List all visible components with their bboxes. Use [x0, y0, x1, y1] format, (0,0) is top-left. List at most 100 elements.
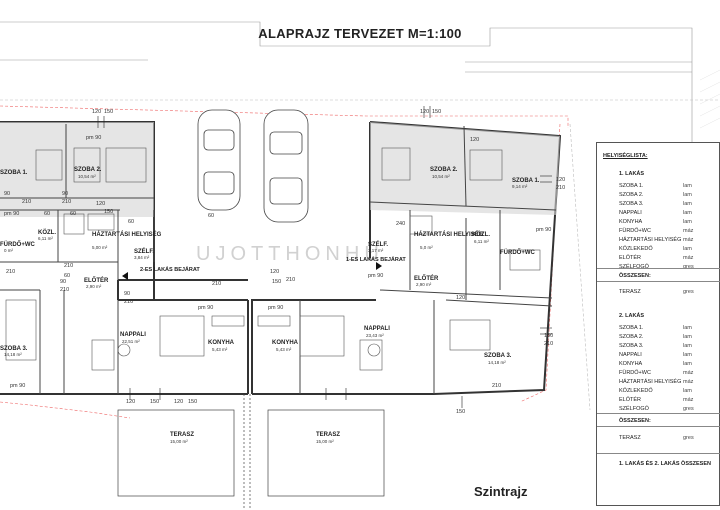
room-list-item-name: ELŐTÉR [619, 255, 642, 261]
room-list-item-name: KÖZLEKEDŐ [619, 388, 653, 394]
dimension-label: 120 [556, 177, 566, 183]
site-outline [0, 21, 720, 142]
dimension-label: 150 [104, 209, 114, 215]
room-area: 10,54 m² [432, 174, 450, 179]
room-label: SZOBA 3. [0, 346, 28, 352]
dimension-label: 120 [270, 269, 280, 275]
room-list-item-value: lam [683, 192, 692, 198]
room-list-item-name: KONYHA [619, 219, 643, 225]
room-label: HÁZTARTÁSI HELYISÉG [92, 232, 162, 238]
dimension-label: 120 [420, 109, 430, 115]
room-list-item-name: SZOBA 3. [619, 201, 644, 207]
dimension-label: 150 [456, 409, 466, 415]
dimension-label: 120 [470, 137, 480, 143]
room-list-item-value: máz [683, 237, 694, 243]
room-area: 6,11 m² [474, 239, 489, 244]
right-furniture [257, 147, 541, 371]
dimension-label: 210 [22, 199, 32, 205]
room-area: 15,00 m² [316, 439, 334, 444]
left-furniture [5, 147, 245, 371]
room-label: SZOBA 1. [512, 178, 540, 184]
apartment-1-total-label: ÖSSZESEN: [619, 273, 651, 279]
room-label: SZOBA 2. [430, 167, 458, 173]
room-list-item-name: FÜRDŐ+WC [619, 228, 651, 234]
room-area: 23,43 m² [366, 333, 384, 338]
room-label: ELŐTÉR [414, 276, 439, 282]
room-list-item-value: gres [683, 264, 694, 270]
room-label: KONYHA [272, 340, 299, 346]
dimension-label: 210 [6, 269, 16, 275]
dimension-label: pm 90 [10, 383, 26, 389]
dimension-label: 60 [70, 211, 77, 217]
room-list-item-value: máz [683, 228, 694, 234]
dimension-label: 210 [556, 185, 566, 191]
room-label: HÁZTARTÁSI HELYISÉG [414, 232, 484, 238]
room-list-item-value: máz [683, 379, 694, 385]
dimension-label: pm 90 [198, 305, 214, 311]
terrace-1-value: gres [683, 289, 694, 295]
room-list-item-name: SZOBA 1. [619, 325, 644, 331]
room-label: SZÉLF. [134, 249, 155, 255]
room-list-item-value: gres [683, 406, 694, 412]
dimension-marks [97, 106, 552, 408]
dimension-label: pm 90 [4, 211, 20, 217]
terrace-1-name: TERASZ [619, 289, 641, 295]
room-list-item-name: SZOBA 1. [619, 183, 644, 189]
dimension-label: 240 [396, 221, 406, 227]
dimension-label: 120 [456, 295, 466, 301]
apartment-2-total-label: ÖSSZESEN: [619, 418, 651, 424]
car-2 [263, 109, 309, 223]
room-label: NAPPALI [120, 332, 146, 338]
dimension-label: pm 90 [536, 227, 552, 233]
room-area: 3,17 m² [368, 248, 384, 253]
room-list-item-name: NAPPALI [619, 352, 642, 358]
drawing-subtitle: Szintrajz [474, 484, 528, 499]
room-area: 14,18 m² [488, 360, 506, 365]
room-list-item-name: SZOBA 2. [619, 192, 644, 198]
apartment-2-title: 2. LAKÁS [619, 313, 645, 319]
dimension-label: 210 [60, 287, 70, 293]
dimension-label: 210 [544, 341, 554, 347]
room-list-item-value: lam [683, 325, 692, 331]
page-title: ALAPRAJZ TERVEZET M=1:100 [258, 26, 462, 41]
room-list-item-value: máz [683, 370, 694, 376]
room-area: 2,90 m² [416, 282, 432, 287]
dimension-label: 60 [128, 219, 135, 225]
dimension-label: 90 [60, 279, 67, 285]
room-label: NAPPALI [364, 326, 390, 332]
dimension-label: 90 [62, 191, 69, 197]
apartment-1-title: 1. LAKÁS [619, 171, 645, 177]
room-area: 5,00 m² [92, 245, 108, 250]
room-label: SZOBA 2. [74, 167, 102, 173]
room-list-item-name: SZOBA 3. [619, 343, 644, 349]
room-list-item-name: FÜRDŐ+WC [619, 370, 651, 376]
room-list-item-value: lam [683, 361, 692, 367]
dimension-label: 120 [92, 109, 102, 115]
watermark: UJOTTHONHU [196, 243, 384, 265]
room-label: FÜRDŐ+WC [0, 242, 35, 248]
room-label: TERASZ [316, 432, 340, 438]
dimension-label: 150 [104, 109, 114, 115]
entrance-label-left: 2-ES LAKÁS BEJÁRAT [140, 267, 200, 273]
room-list-item-value: lam [683, 183, 692, 189]
room-label: SZOBA 3. [484, 353, 512, 359]
left-inner-walls [0, 124, 155, 394]
room-list-item-name: NAPPALI [619, 210, 642, 216]
room-list-item-value: lam [683, 219, 692, 225]
property-line [0, 105, 591, 419]
room-list-item-name: HÁZTARTÁSI HELYISÉG [619, 237, 682, 243]
room-list-item-value: máz [683, 397, 694, 403]
room-label: KÖZL. [472, 232, 490, 238]
room-area: 0 m² [4, 248, 13, 253]
room-list-item-value: lam [683, 343, 692, 349]
room-list-item-value: lam [683, 246, 692, 252]
room-list-item-value: lam [683, 334, 692, 340]
room-list-item-name: SZOBA 2. [619, 334, 644, 340]
dimension-label: 90 [124, 291, 131, 297]
room-list-item-name: SZÉLFOGÓ [619, 406, 649, 412]
room-list-item-value: lam [683, 210, 692, 216]
dimension-label: pm 90 [268, 305, 284, 311]
dimension-label: 150 [150, 399, 160, 405]
